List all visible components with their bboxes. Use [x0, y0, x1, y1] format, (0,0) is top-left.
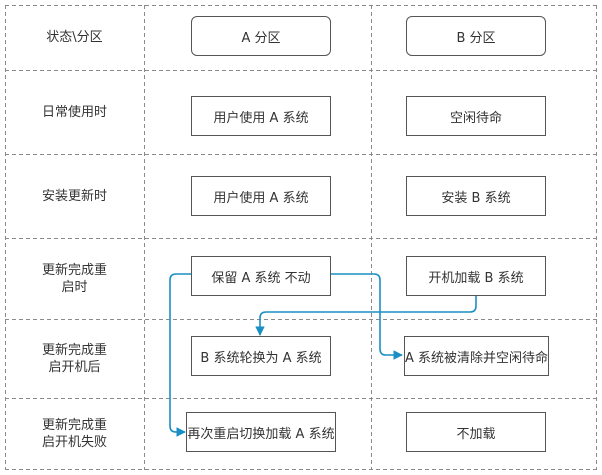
row5-a-box: 再次重启切换加载 A 系统 [186, 412, 336, 452]
row2-b-box: 安装 B 系统 [406, 176, 546, 216]
row-label-update-reboot: 更新完成重 启时 [41, 262, 107, 295]
row-label-installing-update: 安装更新时 [41, 188, 107, 204]
header-b-partition: B 分区 [406, 16, 546, 56]
row4-a-box: B 系统轮换为 A 系统 [191, 336, 331, 376]
row4-b-box: A 系统被清除并空闲待命 [404, 336, 549, 376]
row-label-daily-use: 日常使用时 [41, 104, 107, 120]
header-a-partition: A 分区 [191, 16, 331, 56]
row1-b-box: 空闲待命 [406, 96, 546, 136]
row-label-update-boot-fail: 更新完成重 启开机失败 [41, 417, 107, 450]
row1-a-box: 用户使用 A 系统 [191, 96, 331, 136]
row2-a-box: 用户使用 A 系统 [191, 176, 331, 216]
header-corner-label: 状态\分区 [46, 30, 103, 45]
row5-b-box: 不加载 [406, 412, 546, 452]
row-label-update-boot-after: 更新完成重 启开机后 [41, 342, 107, 375]
row3-a-box: 保留 A 系统 不动 [191, 256, 331, 296]
row3-b-box: 开机加载 B 系统 [406, 256, 546, 296]
